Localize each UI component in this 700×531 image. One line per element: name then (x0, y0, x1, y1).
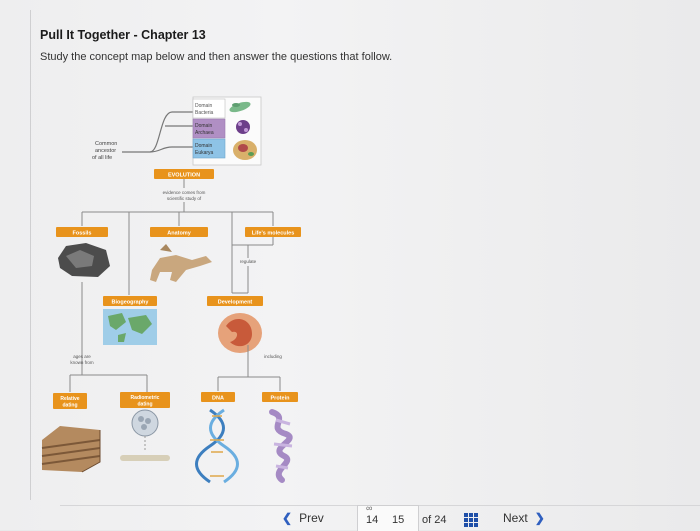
anatomy-label: Anatomy (167, 231, 191, 237)
evidence-text-1: evidence comes from (163, 190, 206, 195)
ages-label-2: known from (70, 360, 94, 365)
protein-label: Protein (271, 396, 291, 402)
ancestor-label-3: of all life (92, 155, 112, 161)
rock-strata-image (42, 426, 100, 472)
biogeography-label: Biogeography (112, 300, 150, 306)
chevron-right-icon: ❯ (535, 511, 545, 525)
lifes-molecules-label: Life's molecules (252, 231, 295, 237)
prev-label: Prev (299, 511, 324, 525)
evolution-label: EVOLUTION (168, 173, 200, 179)
archaea-image (236, 120, 250, 134)
dna-helix-image (197, 410, 238, 482)
ancestor-label-1: Common (95, 141, 117, 147)
domain-archaea-line1: Domain (195, 123, 212, 129)
prev-button[interactable]: ❮ Prev (282, 511, 324, 525)
link-icon: ∞ (366, 503, 372, 513)
domain-eukarya-line1: Domain (195, 143, 212, 149)
page-14-button[interactable]: 14 (366, 514, 378, 526)
page-total: of 24 (422, 514, 446, 526)
evidence-text-2: scientific study of (167, 196, 202, 201)
fossil-rock-image (58, 243, 110, 277)
dna-label: DNA (212, 396, 224, 402)
including-label: including (264, 354, 282, 359)
phylogenetic-tree: Common ancestor of all life Domain Bacte… (92, 97, 261, 165)
relative-dating-label-2: dating (63, 403, 78, 409)
next-button[interactable]: Next ❯ (503, 511, 545, 525)
anatomy-skeleton-image (150, 244, 212, 282)
radiometric-atom-image (120, 410, 170, 461)
regulate-label: regulate (240, 259, 257, 264)
ages-label-1: ages are (73, 354, 91, 359)
domain-archaea-line2: Archaea (195, 130, 214, 136)
radiometric-dating-label-1: Radiometric (131, 395, 160, 401)
radiometric-dating-label-2: dating (138, 402, 153, 408)
ancestor-label-2: ancestor (95, 148, 116, 154)
embryo-image (218, 313, 262, 353)
world-map-image (103, 309, 157, 345)
next-label: Next (503, 511, 528, 525)
grid-icon[interactable] (464, 513, 478, 527)
fossils-label: Fossils (73, 231, 92, 237)
chevron-left-icon: ❮ (282, 511, 292, 525)
development-label: Development (218, 300, 253, 306)
relative-dating-label-1: Relative (60, 396, 79, 402)
domain-bacteria-line1: Domain (195, 103, 212, 109)
protein-structure-image (272, 412, 292, 480)
domain-eukarya-line2: Eukarya (195, 150, 214, 156)
domain-bacteria-line2: Bacteria (195, 110, 214, 116)
page-15-button[interactable]: 15 (392, 514, 404, 526)
eukarya-image (233, 140, 257, 160)
